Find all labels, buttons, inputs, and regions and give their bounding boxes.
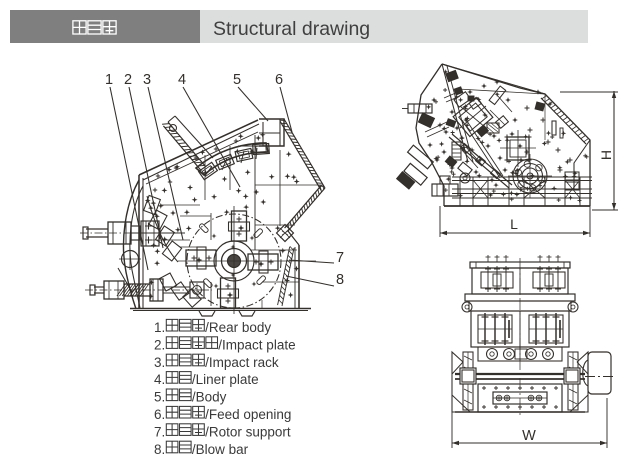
svg-text:6.: 6. bbox=[154, 407, 165, 422]
svg-text:/Body: /Body bbox=[192, 390, 227, 405]
svg-text:/Rear body: /Rear body bbox=[205, 320, 271, 335]
svg-text:/Blow bar: /Blow bar bbox=[192, 442, 249, 457]
svg-text:4.: 4. bbox=[154, 372, 165, 387]
svg-text:W: W bbox=[522, 428, 536, 444]
svg-text:5.: 5. bbox=[154, 390, 165, 405]
svg-text:/Rotor support: /Rotor support bbox=[205, 424, 291, 439]
svg-text:6: 6 bbox=[275, 72, 283, 88]
svg-text:5: 5 bbox=[233, 72, 241, 88]
svg-text:1: 1 bbox=[105, 72, 113, 88]
svg-text:3.: 3. bbox=[154, 355, 165, 370]
svg-text:8.: 8. bbox=[154, 442, 165, 457]
svg-text:2: 2 bbox=[124, 72, 132, 88]
svg-text:7: 7 bbox=[336, 250, 344, 266]
svg-text:7.: 7. bbox=[154, 424, 165, 439]
svg-text:3: 3 bbox=[143, 72, 151, 88]
svg-text:L: L bbox=[510, 216, 518, 232]
svg-text:H: H bbox=[598, 150, 614, 160]
svg-text:/Impact plate: /Impact plate bbox=[218, 337, 295, 352]
svg-text:Structural drawing: Structural drawing bbox=[213, 18, 370, 40]
svg-text:/Impact rack: /Impact rack bbox=[205, 355, 279, 370]
svg-text:2.: 2. bbox=[154, 337, 165, 352]
svg-text:1.: 1. bbox=[154, 320, 165, 335]
svg-text:/Feed opening: /Feed opening bbox=[205, 407, 291, 422]
svg-text:8: 8 bbox=[336, 272, 344, 288]
svg-text:4: 4 bbox=[178, 72, 186, 88]
svg-text:/Liner plate: /Liner plate bbox=[192, 372, 259, 387]
